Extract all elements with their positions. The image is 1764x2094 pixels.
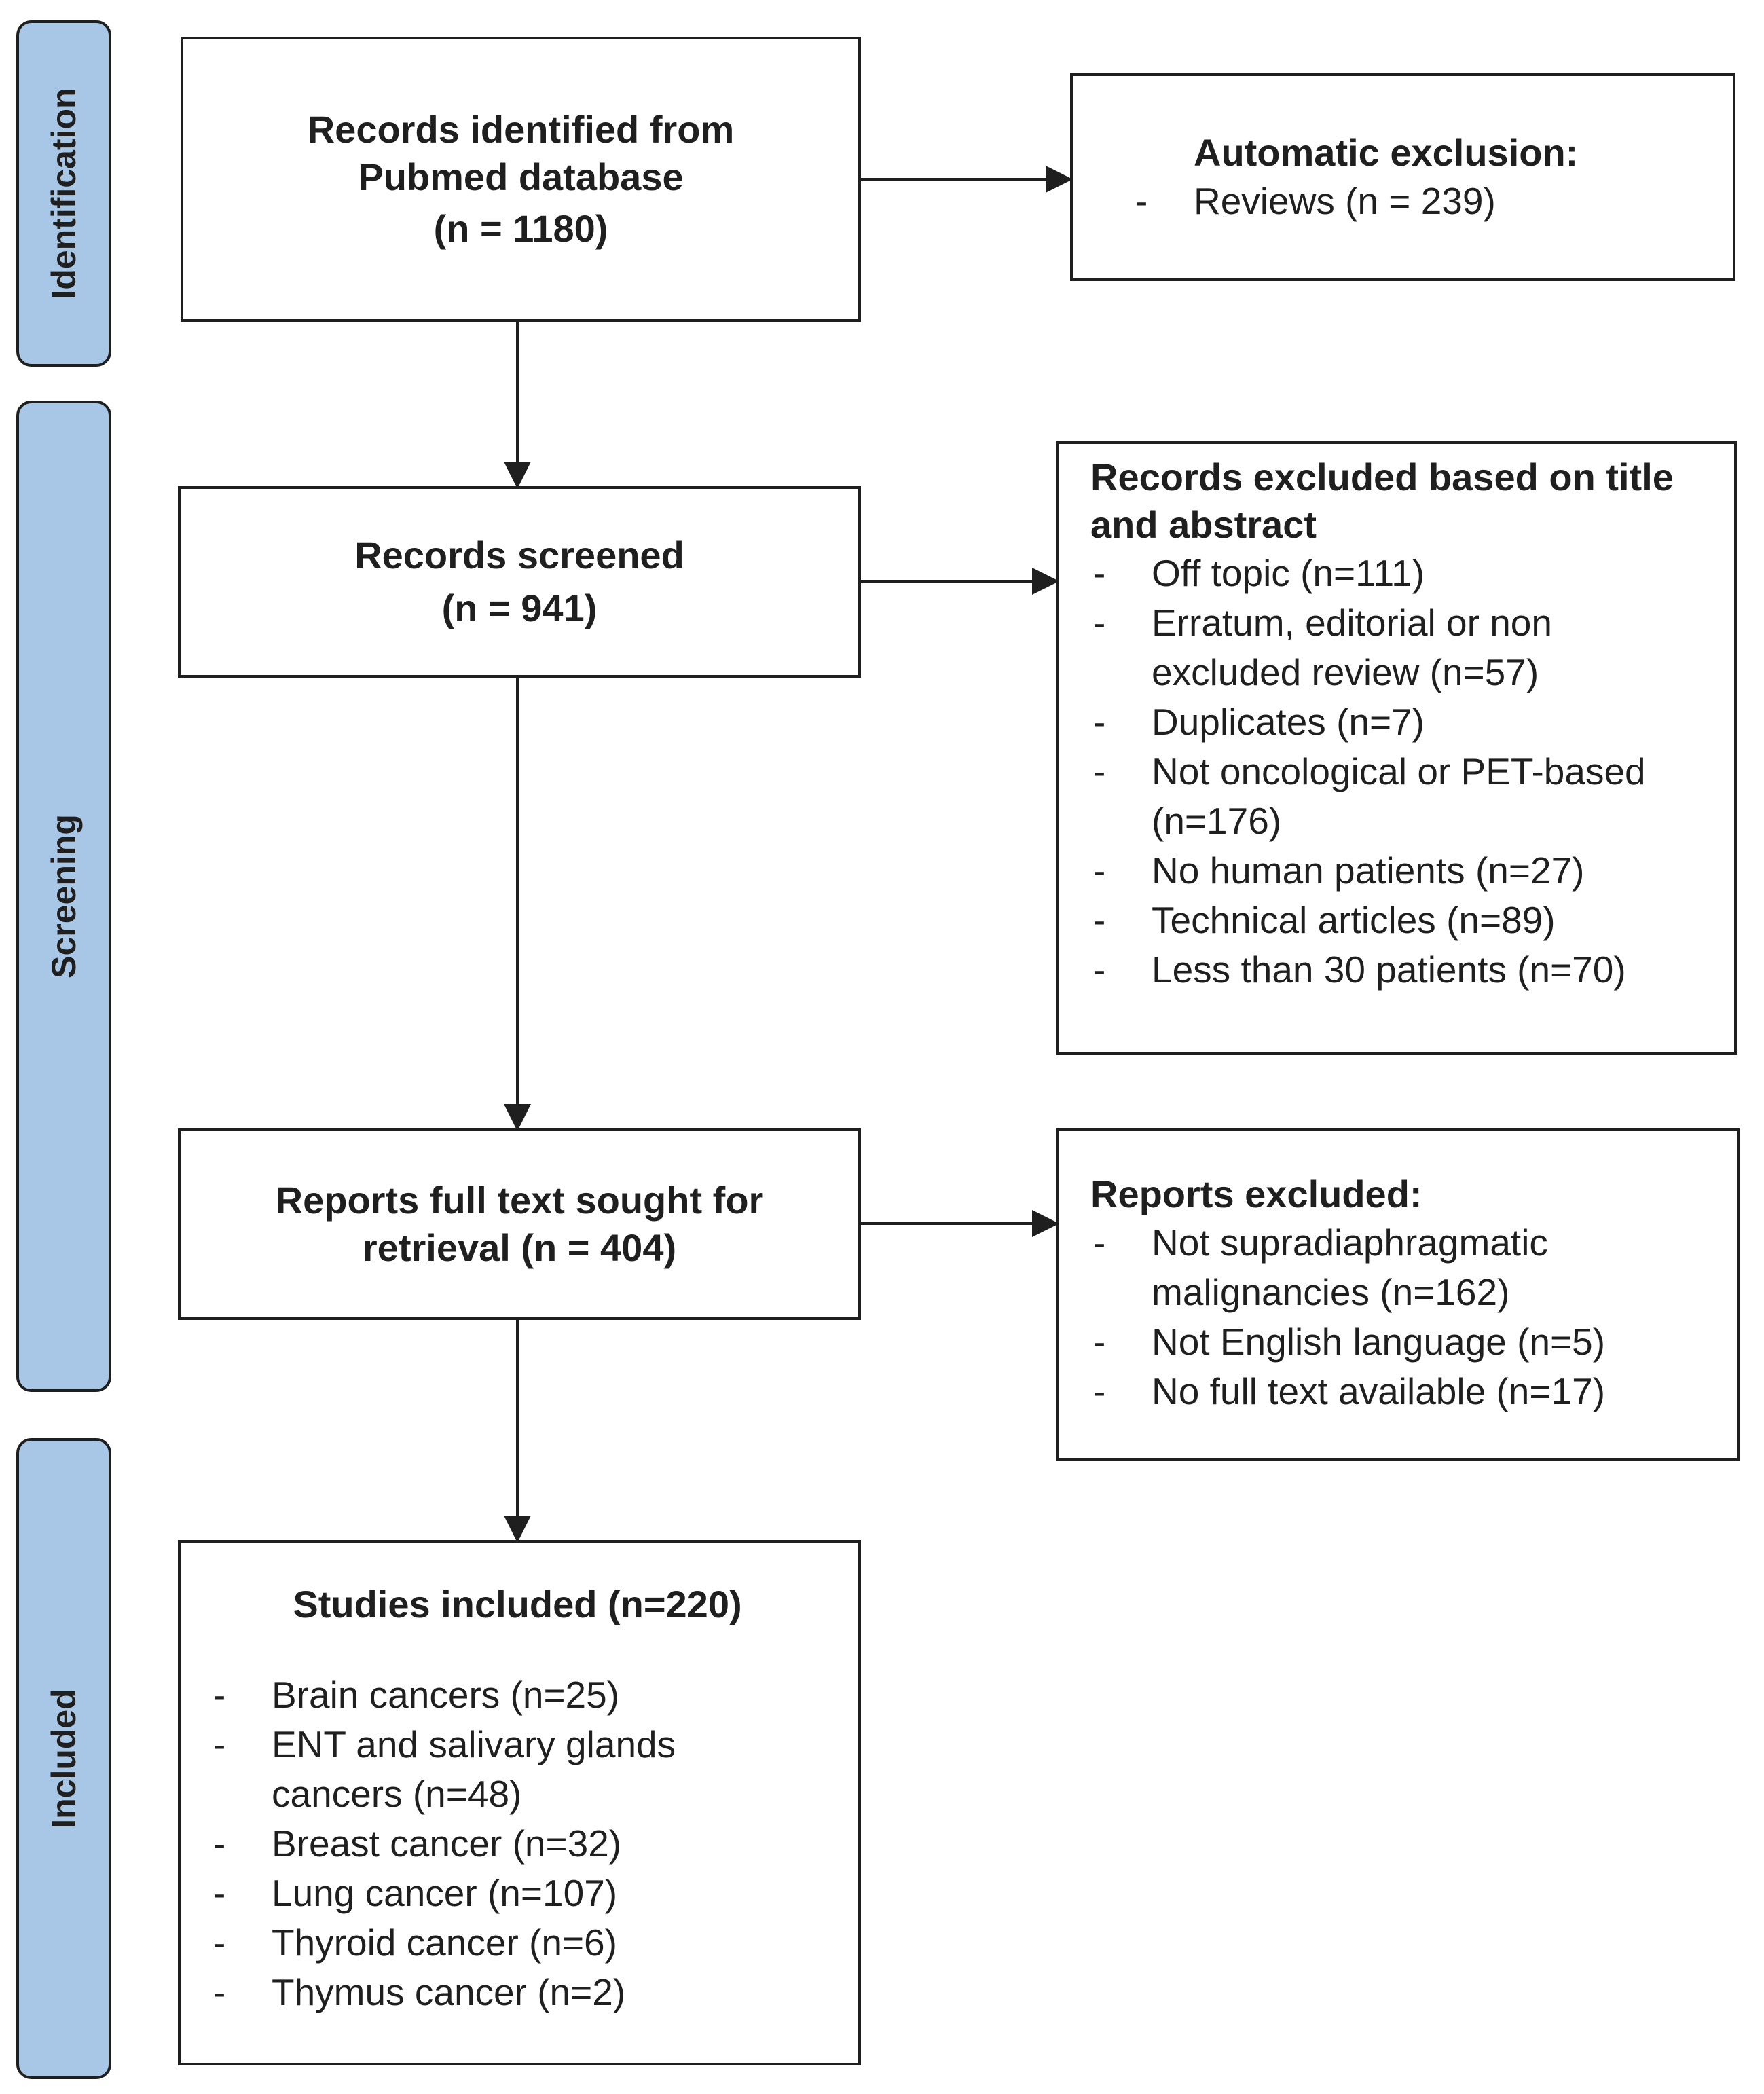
records-excluded-box: Records excluded based on title and abst…	[1056, 441, 1737, 1055]
reports-sought-title-line2: retrieval (n = 404)	[362, 1226, 677, 1269]
list-item: Lung cancer (n=107)	[210, 1869, 756, 1918]
reports-excluded-box: Reports excluded: Not supradiaphragmatic…	[1056, 1128, 1740, 1461]
list-item: Duplicates (n=7)	[1090, 697, 1707, 747]
reports-sought-title-line1: Reports full text sought for	[275, 1179, 764, 1222]
reports-excluded-title: Reports excluded:	[1090, 1173, 1422, 1215]
automatic-exclusion-list: Reviews (n = 239)	[1133, 177, 1706, 226]
list-item: Reviews (n = 239)	[1133, 177, 1706, 226]
list-item: Technical articles (n=89)	[1090, 896, 1707, 945]
list-item: Thymus cancer (n=2)	[210, 1968, 756, 2017]
list-item: Brain cancers (n=25)	[210, 1670, 756, 1720]
records-screened-count: (n = 941)	[441, 587, 598, 629]
records-identified-title-line1: Records identified from	[307, 108, 735, 151]
records-screened-box: Records screened (n = 941)	[178, 486, 861, 678]
list-item: Off topic (n=111)	[1090, 549, 1707, 598]
stage-included: Included	[16, 1438, 111, 2079]
records-excluded-list: Off topic (n=111) Erratum, editorial or …	[1090, 549, 1707, 995]
stage-identification: Identification	[16, 20, 111, 367]
records-excluded-title: Records excluded based on title and abst…	[1090, 456, 1674, 546]
studies-included-title: Studies included (n=220)	[293, 1583, 742, 1625]
records-identified-box: Records identified from Pubmed database …	[181, 37, 861, 322]
list-item: Not English language (n=5)	[1090, 1317, 1710, 1367]
list-item: Thyroid cancer (n=6)	[210, 1918, 756, 1968]
list-item: No human patients (n=27)	[1090, 846, 1707, 896]
list-item: Erratum, editorial or non excluded revie…	[1090, 598, 1707, 697]
list-item: No full text available (n=17)	[1090, 1367, 1710, 1416]
records-screened-title: Records screened	[354, 534, 684, 576]
studies-included-list: Brain cancers (n=25) ENT and salivary gl…	[210, 1670, 756, 2017]
stage-screening: Screening	[16, 401, 111, 1392]
records-identified-count: (n = 1180)	[433, 207, 608, 250]
list-item: Not oncological or PET-based (n=176)	[1090, 747, 1707, 846]
studies-included-box: Studies included (n=220) Brain cancers (…	[178, 1540, 861, 2065]
automatic-exclusion-title: Automatic exclusion:	[1194, 131, 1579, 174]
reports-excluded-list: Not supradiaphragmatic malignancies (n=1…	[1090, 1218, 1710, 1416]
list-item: Breast cancer (n=32)	[210, 1819, 756, 1869]
list-item: ENT and salivary glands cancers (n=48)	[210, 1720, 756, 1819]
list-item: Not supradiaphragmatic malignancies (n=1…	[1090, 1218, 1710, 1317]
records-identified-title-line2: Pubmed database	[358, 155, 684, 198]
automatic-exclusion-box: Automatic exclusion: Reviews (n = 239)	[1070, 73, 1735, 281]
list-item: Less than 30 patients (n=70)	[1090, 945, 1707, 995]
reports-sought-box: Reports full text sought for retrieval (…	[178, 1128, 861, 1320]
